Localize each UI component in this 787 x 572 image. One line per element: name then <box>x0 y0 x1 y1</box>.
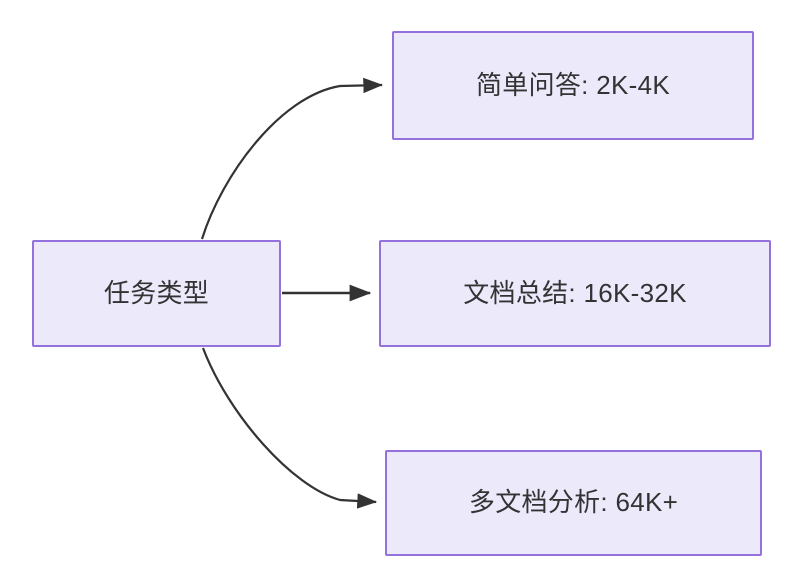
node-doc-summary[interactable]: 文档总结: 16K-32K <box>379 240 771 347</box>
node-root-task-type[interactable]: 任务类型 <box>32 240 281 347</box>
node-multi-doc-analysis-label: 多文档分析: 64K+ <box>468 487 679 518</box>
node-multi-doc-analysis[interactable]: 多文档分析: 64K+ <box>385 450 762 556</box>
edge-root-to-multi-doc <box>201 347 378 509</box>
node-doc-summary-label: 文档总结: 16K-32K <box>463 277 687 308</box>
node-simple-qa[interactable]: 简单问答: 2K-4K <box>392 31 754 140</box>
edge-root-to-simple-qa <box>200 77 384 240</box>
node-simple-qa-label: 简单问答: 2K-4K <box>475 69 670 100</box>
node-root-label: 任务类型 <box>103 277 210 308</box>
